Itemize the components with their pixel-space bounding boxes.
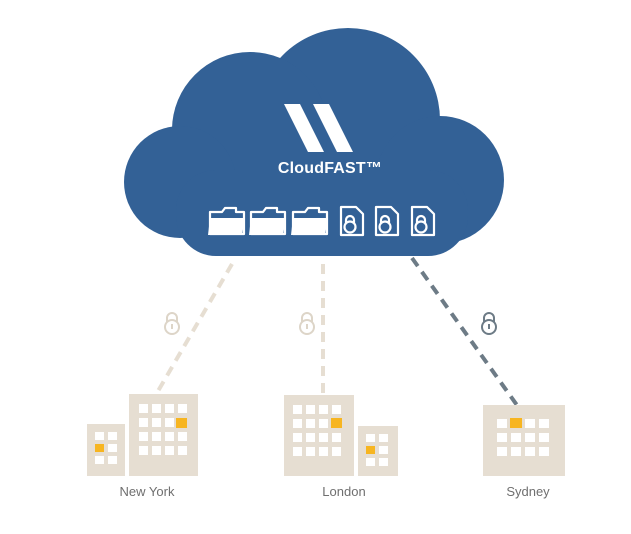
folder-icon — [208, 206, 246, 236]
building — [87, 424, 125, 476]
padlock-icon — [299, 312, 315, 335]
new-york-office — [87, 394, 198, 476]
padlock-icon — [481, 312, 497, 335]
locked-file-icon — [339, 205, 365, 237]
sydney-office — [483, 405, 565, 476]
padlock-icon — [164, 312, 180, 335]
connections — [152, 256, 521, 410]
cloudfast-logo-icon — [284, 104, 353, 152]
folder-icon — [291, 206, 329, 236]
london-office — [284, 395, 398, 476]
brand-name: CloudFAST™ — [277, 160, 383, 177]
locked-file-icon — [410, 205, 436, 237]
city-label-london: London — [322, 484, 366, 499]
folder-icon — [249, 206, 287, 236]
connection-line-new-york — [152, 262, 234, 400]
building — [358, 426, 398, 476]
building — [129, 394, 198, 476]
building — [284, 395, 354, 476]
locked-file-icon — [374, 205, 400, 237]
connection-line-sydney — [410, 256, 521, 410]
building — [483, 405, 565, 476]
city-label-sydney: Sydney — [506, 484, 550, 499]
city-label-new-york: New York — [119, 484, 175, 499]
cloud — [124, 28, 504, 256]
